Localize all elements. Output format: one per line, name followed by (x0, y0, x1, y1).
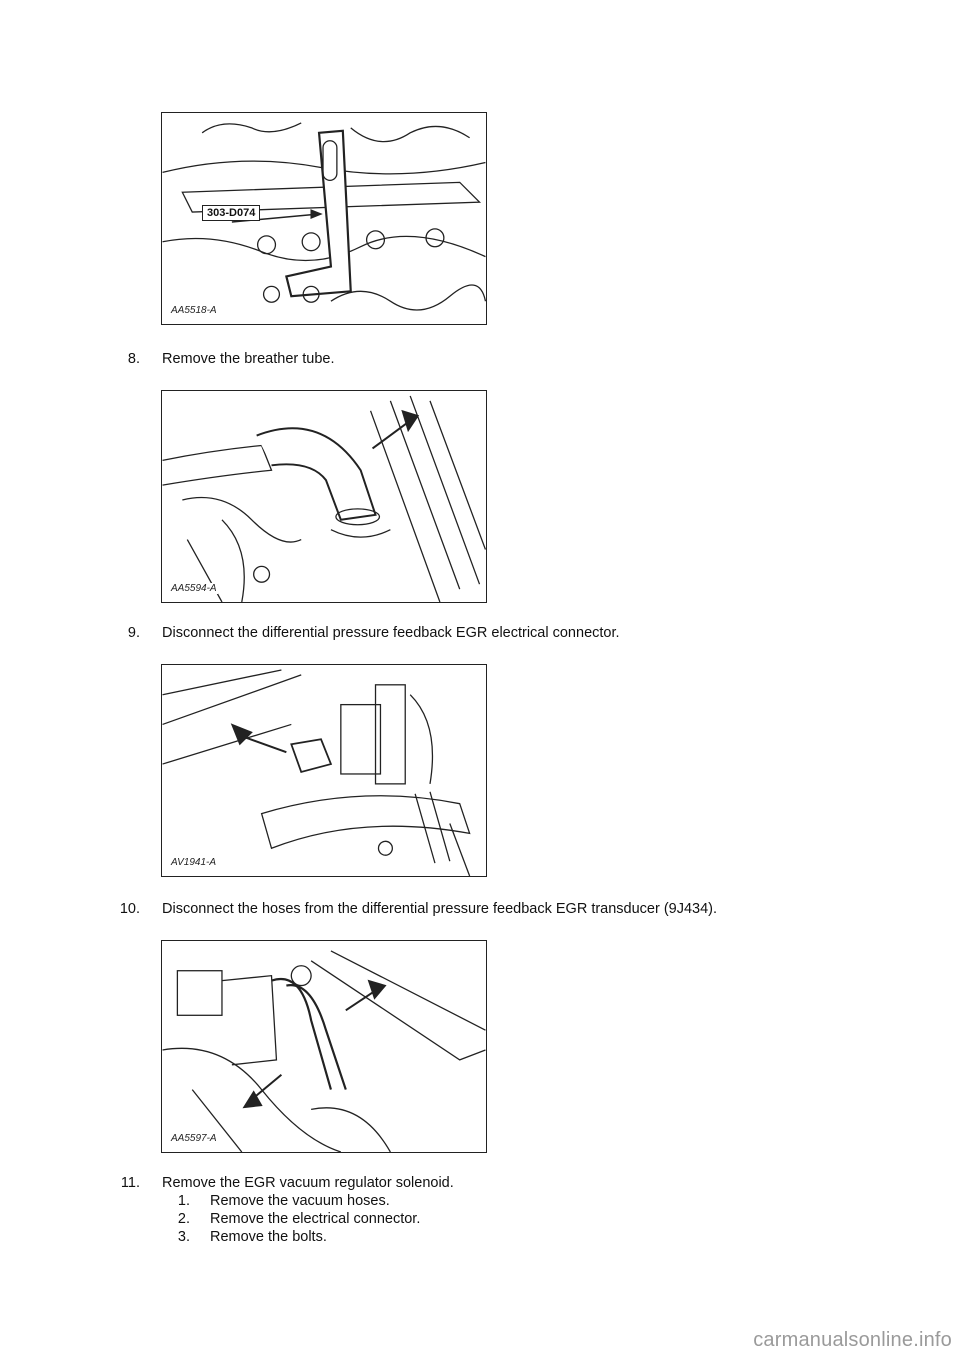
figure-aa5594: AA5594-A (161, 390, 487, 603)
step-number: 8. (127, 351, 140, 367)
figure-aa5518: 303-D074 AA5518-A (161, 112, 487, 325)
step-number: 9. (127, 625, 140, 641)
substep-number: 2. (177, 1211, 190, 1227)
figure-code: AA5518-A (170, 305, 218, 316)
figure-code: AA5597-A (170, 1133, 218, 1144)
step-text: Disconnect the differential pressure fee… (162, 625, 620, 641)
engine-illustration-3 (162, 669, 471, 876)
site-watermark: carmanualsonline.info (753, 1329, 952, 1351)
step-text: Remove the EGR vacuum regulator solenoid… (162, 1175, 454, 1191)
step-number: 10. (119, 901, 140, 917)
figure-code: AA5594-A (170, 583, 218, 594)
step-text: Remove the breather tube. (162, 351, 335, 367)
substep-number: 1. (177, 1193, 190, 1209)
engine-illustration-2 (162, 395, 486, 602)
substep-number: 3. (177, 1229, 190, 1245)
tool-callout-label: 303-D074 (202, 205, 261, 221)
engine-illustration-4 (162, 950, 486, 1152)
figure-av1941: AV1941-A (161, 664, 487, 877)
substep-text: Remove the bolts. (210, 1229, 327, 1245)
engine-illustration-1 (162, 122, 486, 311)
step-text: Disconnect the hoses from the differenti… (162, 901, 718, 917)
substep-text: Remove the electrical connector. (210, 1211, 421, 1227)
figure-aa5597: AA5597-A (161, 940, 487, 1153)
figure-code: AV1941-A (170, 857, 218, 868)
step-number: 11. (120, 1175, 140, 1191)
substep-text: Remove the vacuum hoses. (210, 1193, 390, 1209)
